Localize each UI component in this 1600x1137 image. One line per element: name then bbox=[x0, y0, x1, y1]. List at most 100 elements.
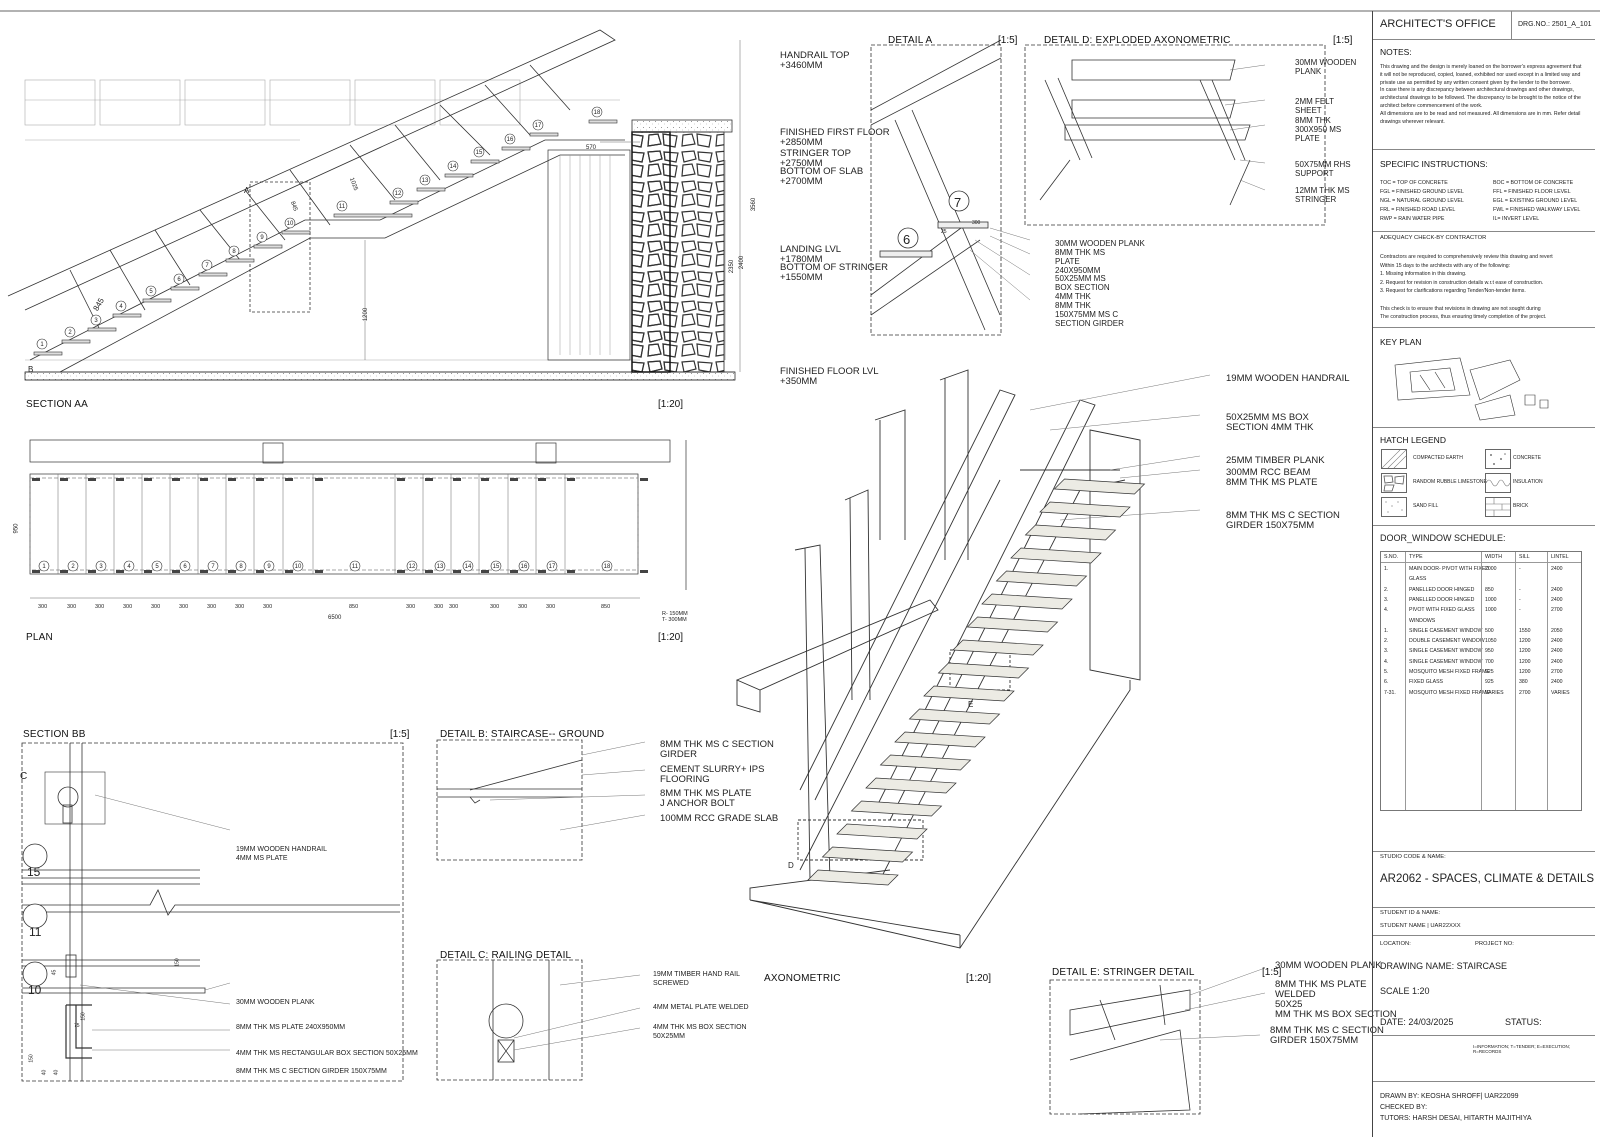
plan-bracket bbox=[32, 478, 40, 481]
aa-step-number: 6 bbox=[177, 277, 181, 283]
plan-step-circle bbox=[406, 560, 418, 572]
schedule-cell: 1200 bbox=[1519, 648, 1531, 655]
schedule-col-header: LINTEL bbox=[1551, 554, 1569, 560]
schedule-cell: VARIES bbox=[1485, 689, 1504, 696]
hatch-label-rubble: RANDOM RUBBLE LIMESTONE bbox=[1413, 479, 1487, 485]
plan-step-number: 10 bbox=[295, 564, 302, 570]
text-line: private use as permitted by any written … bbox=[1380, 79, 1572, 86]
hatch-sand bbox=[1381, 497, 1407, 517]
plan-step-circle bbox=[601, 560, 613, 572]
section-bb-label-plate: 8MM THK MS PLATE 240X950MM bbox=[236, 1024, 346, 1031]
plan-step-number: 9 bbox=[267, 564, 271, 570]
plan-step-number: 18 bbox=[604, 564, 611, 570]
drawing-status: STATUS: bbox=[1505, 1017, 1542, 1027]
text-line: 2. Request for revision in construction … bbox=[1380, 279, 1544, 286]
plan-step-circle bbox=[292, 560, 304, 572]
plan-bracket bbox=[481, 478, 489, 481]
section-bb-drawing bbox=[21, 742, 404, 1082]
text-line: Within 15 days to the architects with an… bbox=[1380, 262, 1511, 269]
plan-step-circle bbox=[490, 560, 502, 572]
schedule-cell: 1. bbox=[1384, 627, 1389, 634]
aa-step-number: 13 bbox=[422, 178, 429, 184]
plan-dim: 850 bbox=[349, 604, 359, 610]
schedule-col-header: TYPE bbox=[1409, 554, 1423, 560]
schedule-cell: PANELLED DOOR HINGED bbox=[1409, 586, 1475, 593]
section-bb-label-girder: 8MM THK MS C SECTION GIRDER 150X75MM bbox=[236, 1068, 387, 1075]
schedule-cell: 4. bbox=[1384, 658, 1389, 665]
schedule-cell: 2050 bbox=[1551, 627, 1563, 634]
schedule-cell: 2400 bbox=[1551, 638, 1563, 645]
axo-tread bbox=[952, 639, 1044, 656]
level-stringer-top: STRINGER TOP +2750MM bbox=[780, 148, 851, 169]
text-line: NGL = NATURAL GROUND LEVEL bbox=[1380, 198, 1464, 204]
detail-e-label-girder: 8MM THK MS C SECTION GIRDER 150X75MM bbox=[1270, 1025, 1384, 1046]
schedule-cell: 1200 bbox=[1519, 658, 1531, 665]
aa-tread bbox=[444, 173, 474, 178]
axo-tread bbox=[981, 593, 1073, 610]
schedule-cell: - bbox=[1519, 607, 1521, 614]
axo-tread bbox=[894, 731, 986, 748]
drawing-number: DRG.NO.: 2501_A_101 bbox=[1511, 11, 1595, 39]
schedule-cell: 925 bbox=[1485, 669, 1494, 675]
schedule-cell: 950 bbox=[1485, 648, 1494, 655]
schedule-cell: 850 bbox=[1485, 586, 1494, 593]
student-row: STUDENT ID & NAME: STUDENT NAME | UAR22X… bbox=[1373, 907, 1595, 936]
detail-c-title: DETAIL C: RAILING DETAIL bbox=[440, 950, 572, 961]
aa-step-number: 16 bbox=[507, 137, 514, 143]
notes-row: NOTES: This drawing and the design is me… bbox=[1373, 39, 1595, 150]
aa-tread bbox=[61, 339, 91, 344]
schedule-cell: 1050 bbox=[1485, 638, 1497, 645]
plan-bracket bbox=[172, 570, 180, 573]
aa-step-number: 5 bbox=[149, 289, 153, 295]
aa-step-number: 4 bbox=[119, 304, 123, 310]
level-bottom-stringer: BOTTOM OF STRINGER +1550MM bbox=[780, 262, 889, 283]
plan-bracket bbox=[88, 478, 96, 481]
section-aa-scale: [1:20] bbox=[658, 399, 684, 410]
hatch-heading: HATCH LEGEND bbox=[1380, 435, 1446, 445]
detail-e-label-plate: 8MM THK MS PLATE WELDED 50X25 MM THK MS … bbox=[1275, 979, 1397, 1020]
text-line: In case there is any discrepancy between… bbox=[1380, 87, 1575, 94]
plan-step-number: 5 bbox=[155, 564, 159, 570]
aa-step-circle bbox=[473, 146, 485, 158]
plan-step-circle bbox=[434, 560, 446, 572]
plan-step-circle bbox=[179, 560, 191, 572]
text-line: RWP = RAIN WATER PIPE bbox=[1380, 216, 1445, 222]
aa-tread bbox=[588, 119, 618, 124]
level-finished-floor: FINISHED FLOOR LVL +350MM bbox=[780, 366, 879, 387]
detail-a-label-box: 50X25MM MS BOX SECTION 4MM THK bbox=[1055, 274, 1110, 301]
dim-1200: 1200 bbox=[363, 307, 370, 322]
aa-step-number: 11 bbox=[339, 204, 346, 210]
axo-tread bbox=[836, 823, 928, 840]
plan-bracket bbox=[172, 478, 180, 481]
schedule-cell: 1200 bbox=[1519, 638, 1531, 645]
aa-step-circle bbox=[36, 338, 48, 350]
drawing-scale: SCALE 1:20 bbox=[1380, 986, 1430, 996]
schedule-cell: VARIES bbox=[1551, 689, 1570, 696]
axonometric-marker-e: E bbox=[968, 700, 974, 709]
spec-heading: SPECIFIC INSTRUCTIONS: bbox=[1380, 159, 1488, 169]
axo-tread bbox=[995, 570, 1088, 587]
notes-text: This drawing and the design is merely lo… bbox=[1380, 64, 1590, 126]
detail-e-label-plank: 30MM WOODEN PLANK bbox=[1275, 960, 1382, 971]
plan-bracket bbox=[397, 478, 405, 481]
aa-step-number: 2 bbox=[68, 330, 72, 336]
section-bb-dim-150b: 150 bbox=[28, 1054, 35, 1063]
aa-step-number: 14 bbox=[450, 164, 457, 170]
schedule-cell: DOUBLE CASEMENT WINDOW bbox=[1409, 638, 1485, 645]
section-bb-step-10: 10 bbox=[28, 983, 42, 997]
axonometric-scale: [1:20] bbox=[966, 973, 992, 984]
plan-bracket bbox=[144, 570, 152, 573]
section-bb-dim-40b: 40 bbox=[53, 1069, 60, 1076]
aa-step-circle bbox=[228, 245, 240, 257]
dim-570: 570 bbox=[586, 145, 597, 151]
aa-step-circle bbox=[256, 231, 268, 243]
aa-step-circle bbox=[90, 314, 102, 326]
aa-step-number: 3 bbox=[94, 318, 98, 324]
plan-dim: 300 bbox=[449, 604, 459, 610]
plan-bracket bbox=[116, 478, 124, 481]
schedule-cell: 2400 bbox=[1551, 658, 1563, 665]
aa-step-circle bbox=[64, 326, 76, 338]
detail-e-title: DETAIL E: STRINGER DETAIL bbox=[1052, 967, 1195, 978]
aa-tread bbox=[33, 351, 63, 356]
